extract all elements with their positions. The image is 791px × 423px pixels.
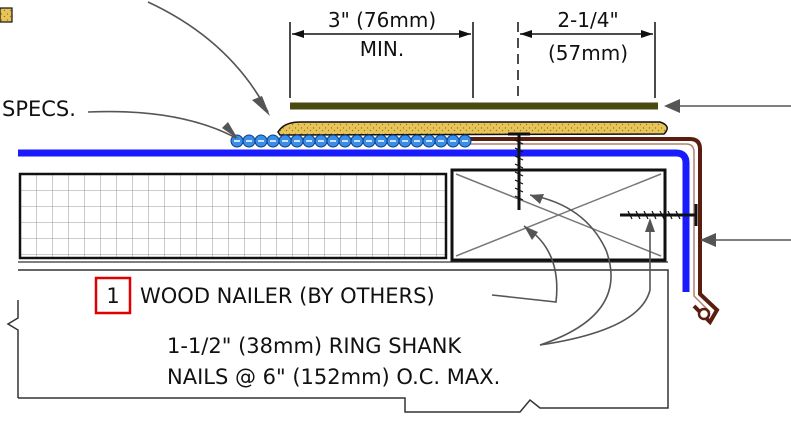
- nail-spec-line2: NAILS @ 6" (152mm) O.C. MAX.: [167, 365, 500, 389]
- metal-edge-flashing: [470, 137, 720, 326]
- leader-lines: [87, 1, 791, 346]
- wood-nailer-label: WOOD NAILER (BY OTHERS): [140, 284, 435, 308]
- specs-label: SPECS.: [2, 97, 76, 121]
- deck-break-line: [6, 300, 19, 398]
- adhesive-layer: [277, 121, 668, 136]
- nailer-callout-number: 1: [106, 284, 119, 308]
- ring-shank-nail-icon: [508, 132, 530, 210]
- dimension-left-top: 3" (76mm): [328, 8, 436, 32]
- ring-shank-nail-icon: [620, 204, 698, 226]
- dimension-right-bottom: (57mm): [548, 41, 628, 65]
- roof-membrane: [18, 149, 690, 292]
- dimension-lines: [289, 22, 656, 98]
- nailer-callout-box: [94, 276, 132, 315]
- insulation-board: [18, 172, 448, 260]
- dimension-right-top: 2-1/4": [557, 8, 618, 32]
- nail-spec-line1: 1-1/2" (38mm) RING SHANK: [167, 334, 462, 358]
- sealant-beads: [230, 134, 472, 148]
- dimension-left-bottom: MIN.: [360, 37, 404, 61]
- deck-outline: [18, 269, 669, 413]
- adhesive-swatch-icon: [0, 7, 13, 23]
